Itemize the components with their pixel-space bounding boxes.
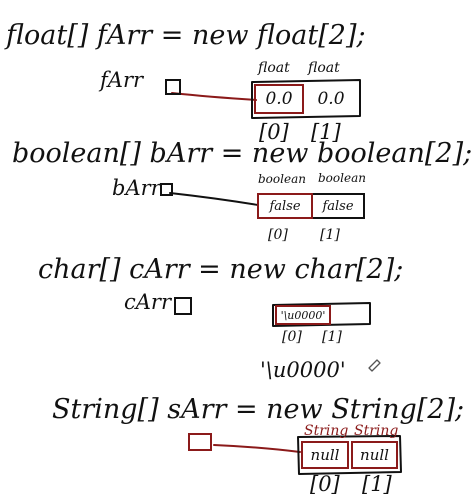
string-declaration: String[] sArr = new String[2];: [52, 394, 465, 425]
boolean-var-label: bArr: [112, 176, 161, 200]
string-type-label-1: String: [354, 423, 399, 439]
float-cell-1: 0.0: [304, 84, 358, 114]
boolean-index-1: [1]: [320, 227, 340, 243]
float-type-label-1: float: [308, 60, 340, 76]
float-reference-arrow: [171, 92, 257, 101]
char-cell-0: '\u0000': [275, 305, 331, 325]
string-cell-0: null: [301, 441, 349, 469]
char-var-box: [174, 297, 192, 315]
string-index-1: [1]: [362, 472, 392, 496]
boolean-value-1: false: [322, 198, 354, 214]
boolean-value-0: false: [269, 198, 301, 214]
boolean-reference-arrow: [169, 192, 259, 206]
float-var-label: fArr: [100, 68, 144, 92]
char-index-0: [0]: [282, 329, 302, 345]
string-reference-arrow: [213, 444, 301, 453]
boolean-var-box: [160, 183, 173, 196]
float-declaration: float[] fArr = new float[2];: [6, 20, 366, 51]
float-index-1: [1]: [311, 120, 341, 144]
float-cell-0: 0.0: [254, 84, 304, 114]
string-array-outline: [297, 435, 402, 475]
boolean-declaration: boolean[] bArr = new boolean[2];: [12, 138, 473, 169]
pencil-scribble: [368, 359, 381, 372]
char-default-note: '\u0000': [260, 358, 346, 382]
float-var-box: [165, 79, 181, 95]
char-declaration: char[] cArr = new char[2];: [38, 254, 404, 285]
float-index-0: [0]: [259, 120, 289, 144]
char-array-outline: [272, 302, 371, 327]
char-index-1: [1]: [322, 329, 342, 345]
char-var-label: cArr: [124, 290, 172, 314]
string-index-0: [0]: [310, 472, 340, 496]
string-cell-1: null: [351, 441, 398, 469]
boolean-type-label-1: boolean: [318, 171, 366, 185]
boolean-cell-0: false: [257, 193, 313, 219]
boolean-cell-1: false: [313, 193, 365, 219]
float-type-label-0: float: [258, 60, 290, 76]
string-value-0: null: [310, 446, 340, 464]
string-type-label-0: String: [304, 423, 349, 439]
boolean-index-0: [0]: [268, 227, 288, 243]
string-value-1: null: [360, 446, 389, 464]
char-value-0: '\u0000': [280, 308, 326, 322]
float-value-0: 0.0: [265, 89, 293, 109]
boolean-type-label-0: boolean: [258, 172, 306, 186]
float-value-1: 0.0: [317, 89, 345, 109]
string-var-box: [188, 433, 212, 451]
float-array-outline: [251, 79, 361, 119]
